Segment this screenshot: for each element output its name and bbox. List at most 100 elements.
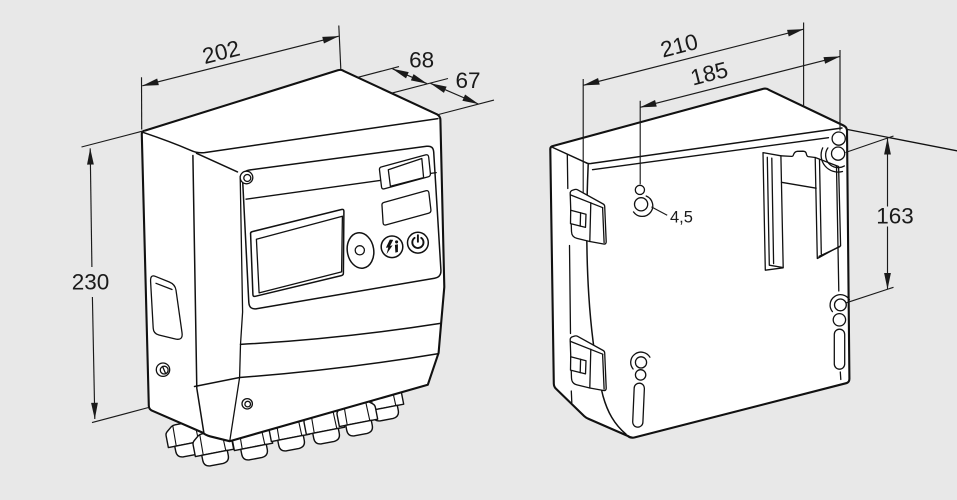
flash-info-icon <box>385 239 399 255</box>
lid-corner-edge <box>195 152 239 173</box>
dim-hole-diameter-label: 4,5 <box>670 209 693 227</box>
reset-button-dot <box>354 245 366 256</box>
hinge-top-face-line <box>569 340 604 355</box>
dim-hole-spacing-height: 163 <box>845 135 914 304</box>
hinge-top <box>569 188 607 245</box>
hinge-fold-line <box>589 348 592 389</box>
right-wall-inner-line <box>835 165 842 381</box>
hinge-right-inner-line <box>601 207 605 244</box>
dimension-line <box>392 68 428 85</box>
front-view: 202 68 67 230 <box>72 25 495 470</box>
back-view: 210 185 163 4,5 <box>549 22 957 439</box>
info-button-ring <box>380 235 404 259</box>
back-panel-top-inner-line <box>591 137 830 171</box>
channel-bridge-top <box>780 150 816 159</box>
extension-line <box>438 99 495 116</box>
keyhole-bottom-middle <box>630 351 651 428</box>
wall-line <box>846 128 957 152</box>
keyhole-hole <box>830 146 846 161</box>
display-window <box>378 154 432 190</box>
dim-height: 230 <box>72 130 149 424</box>
step-line-2 <box>193 352 440 388</box>
power-button-ring <box>406 231 430 254</box>
extension-line <box>91 406 149 424</box>
extension-line <box>390 77 449 94</box>
front-left-edge <box>192 154 205 435</box>
keyhole-top-left <box>632 184 654 218</box>
dimension-line <box>640 55 841 108</box>
power-icon <box>411 234 425 249</box>
extension-line <box>338 25 342 70</box>
display-outer <box>378 154 432 190</box>
dim-depth-front-label: 67 <box>455 68 480 93</box>
keyhole-rib-arc <box>630 351 651 370</box>
front-screw-topleft <box>239 170 254 185</box>
dim-hole-spacing-height-label: 163 <box>876 204 914 229</box>
screw-inner <box>159 365 169 375</box>
keyhole-slot-hole <box>634 184 646 196</box>
screw-inner <box>244 400 252 408</box>
keyhole-hole <box>832 312 847 327</box>
hinge-right-inner-line <box>601 353 605 390</box>
keyhole-rib-arc <box>632 195 654 218</box>
dimension-line <box>91 296 98 420</box>
keyhole-hole <box>634 356 648 369</box>
keyhole-rib-arc <box>820 147 844 173</box>
extension-line <box>846 286 894 304</box>
hinge-top-face-line <box>569 194 604 209</box>
dim-depth-top: 68 <box>357 48 449 94</box>
dim-width-label: 202 <box>200 36 243 69</box>
keyhole-hole <box>833 298 847 312</box>
step-line-1 <box>239 322 442 346</box>
extension-line <box>81 130 143 148</box>
back-face-top-edge <box>585 127 843 165</box>
top-face-edge <box>142 117 439 154</box>
keyhole-hole <box>831 131 846 146</box>
dimension-line <box>430 82 479 105</box>
screw-inner <box>243 173 252 183</box>
keyhole-hole <box>634 369 647 381</box>
screen-window <box>255 215 344 294</box>
dim-depth-top-label: 68 <box>409 48 434 73</box>
info-button <box>380 235 404 259</box>
reset-button-ring <box>346 232 375 269</box>
leader-line <box>651 206 668 216</box>
dim-hole-diameter: 4,5 <box>651 206 693 227</box>
hinge-block <box>569 335 607 392</box>
side-screw <box>155 362 171 378</box>
top-face-left-edge <box>552 146 588 164</box>
keyhole-insert-hole <box>633 197 649 212</box>
hinge-bottom <box>569 335 607 392</box>
reset-button <box>346 232 375 269</box>
keyhole-top-right <box>820 131 846 173</box>
screen-bezel <box>249 208 345 298</box>
info-dot-icon <box>395 240 399 244</box>
info-stem-icon <box>394 244 398 253</box>
right-channel <box>814 156 842 260</box>
extension-line <box>357 66 400 78</box>
dim-height-label: 230 <box>72 270 110 295</box>
hinge-block <box>569 188 607 245</box>
flash-icon <box>385 239 394 255</box>
keyhole-bottom-right <box>829 294 851 370</box>
extension-line <box>845 135 894 154</box>
keyhole-rib-arc <box>829 294 851 313</box>
dimension-line <box>142 35 339 87</box>
recess-outline <box>149 275 183 340</box>
dimension-line <box>87 148 94 268</box>
left-channel-depth <box>766 156 784 269</box>
side-wall-recess <box>149 275 183 340</box>
vent-slot <box>833 328 846 370</box>
screw-slot <box>161 365 167 375</box>
power-button <box>406 231 430 254</box>
cable-channel-recess <box>762 150 842 271</box>
dim-depth-front: 67 <box>430 68 495 116</box>
right-channel-depth <box>818 158 841 258</box>
keyhole-rib-arc <box>825 147 846 169</box>
hinge-fold-line <box>589 202 592 243</box>
type-label-field <box>381 190 432 226</box>
vent-slot <box>632 382 646 428</box>
recess-detail-line <box>155 282 173 291</box>
